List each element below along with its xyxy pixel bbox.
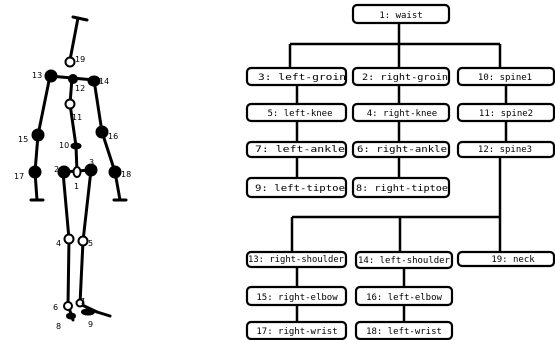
joint-8 [67, 314, 75, 319]
neck-bone [70, 18, 78, 60]
joint-label-18: 18 [121, 170, 131, 179]
tree-node-right-knee: 4: right-knee [367, 109, 437, 119]
joint-label-12: 12 [75, 84, 85, 93]
joint-label-10: 10 [59, 141, 69, 150]
joint-label-16: 16 [108, 132, 118, 141]
tree-node-right-groin: 2: right-groin [362, 73, 448, 83]
joint-label-7: 7 [80, 297, 85, 306]
head-top-bar [73, 17, 87, 20]
left-thigh-bone [83, 170, 91, 241]
left-upper-arm-bone [94, 80, 102, 132]
tree-node-spine3: 12: spine3 [478, 145, 532, 155]
joint-9 [82, 310, 94, 315]
right-thigh-bone [63, 172, 69, 239]
tree-node-left-ankle: 7: left-ankle [255, 145, 345, 155]
joint-14 [89, 77, 100, 86]
joint-label-19: 19 [75, 55, 85, 64]
joint-15 [33, 130, 44, 141]
joint-label-8: 8 [56, 322, 61, 331]
joint-label-9: 9 [88, 320, 93, 329]
right-upper-arm-bone [38, 76, 50, 135]
left-toe-bone [97, 312, 110, 316]
tree-node-right-wrist: 17: right-wrist [256, 327, 337, 337]
joint-12 [69, 75, 77, 83]
joint-label-13: 13 [32, 71, 42, 80]
joint-label-4: 4 [56, 239, 61, 248]
joint-label-17: 17 [14, 172, 24, 181]
tree-node-right-elbow: 15: right-elbow [256, 293, 338, 303]
right-shin-bone [68, 239, 69, 305]
joint-label-2: 2 [54, 165, 59, 174]
joint-19 [66, 58, 75, 67]
left-shin-bone [80, 241, 83, 304]
tree-node-left-tiptoe: 9: left-tiptoe [255, 184, 345, 194]
joint-label-14: 14 [99, 77, 109, 86]
tree-node-right-tiptoe: 8: right-tiptoe [356, 184, 448, 194]
joint-13 [46, 71, 57, 82]
tree-node-left-wrist: 18: left-wrist [366, 327, 442, 337]
joint-16 [97, 127, 108, 138]
tree-node-right-shoulder: 13: right-shoulder [248, 255, 345, 265]
joint-label-3: 3 [89, 158, 94, 167]
joint-11 [66, 100, 75, 109]
joint-label-1: 1 [74, 182, 79, 191]
joint-label-15: 15 [18, 135, 28, 144]
joint-18 [110, 167, 121, 178]
spine-mid-bone [70, 104, 76, 146]
tree-node-left-shoulder: 14: left-shoulder [358, 256, 451, 266]
tree-node-neck: 19: neck [491, 255, 535, 265]
tree-node-left-groin: 3: left-groin [258, 73, 346, 83]
joint-4 [65, 235, 74, 244]
tree-node-spine1: 10: spine1 [478, 73, 532, 83]
tree-node-left-elbow: 16: left-elbow [366, 293, 442, 303]
joint-6 [64, 302, 72, 310]
skeleton-joint-labels: 19 13 14 12 11 15 16 10 3 2 17 18 1 4 5 … [14, 55, 131, 331]
joint-label-11: 11 [72, 113, 82, 122]
tree-node-spine2: 11: spine2 [479, 109, 533, 119]
joint-label-5: 5 [88, 239, 93, 248]
joint-5 [79, 237, 88, 246]
tree-node-waist: 1: waist [379, 11, 422, 21]
joint-10 [72, 144, 81, 149]
joint-2 [59, 167, 70, 178]
joint-label-6: 6 [53, 303, 58, 312]
hierarchy-nodes [247, 5, 554, 339]
tree-node-left-knee: 5: left-knee [267, 109, 332, 119]
joint-1 [74, 167, 81, 177]
tree-node-right-ankle: 6: right-ankle [357, 145, 447, 155]
joint-17 [30, 167, 41, 178]
